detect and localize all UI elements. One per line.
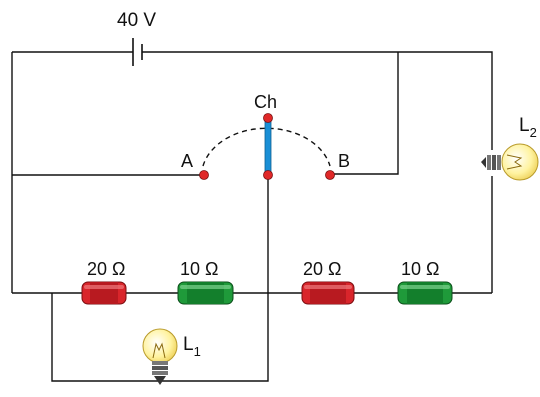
switch-contact-top [263,113,273,123]
lamp-l2-glass [501,143,539,181]
terminal-b-label: B [338,151,350,171]
resistor-1 [81,281,127,305]
resistor-4 [397,281,453,305]
lamp-l1 [142,328,178,385]
resistor-4-label: 10 Ω [401,259,439,279]
switch-label: Ch [254,92,277,112]
lamp-l2-letter: L [519,115,530,136]
lamp-l2-subscript: 2 [530,125,537,140]
switch-pivot-node [263,170,273,180]
resistor-2 [177,281,234,305]
lamp-l2-label: L2 [519,115,537,140]
terminal-a-label: A [181,151,193,171]
resistor-1-label: 20 Ω [87,259,125,279]
battery [132,38,143,66]
lamp-l1-letter: L [183,334,194,355]
lamp-l2 [481,143,539,181]
lamp-l1-subscript: 1 [194,344,201,359]
lamp-l1-glass [142,328,178,364]
wire-top-right [142,51,493,150]
resistor-3-label: 20 Ω [303,259,341,279]
resistor-2-label: 10 Ω [180,259,218,279]
wire-to-b [330,52,399,175]
resistor-3 [301,281,355,305]
switch-blade [264,117,272,176]
terminal-a-node [199,170,209,180]
wires [11,51,493,382]
lamp-l2-filament [506,154,523,170]
terminal-b-node [325,170,335,180]
switch-arc [202,127,331,167]
lamp-l1-filament [152,342,166,359]
lamp-l1-label: L1 [183,334,201,359]
battery-label: 40 V [117,10,156,31]
selector-switch [199,113,335,180]
